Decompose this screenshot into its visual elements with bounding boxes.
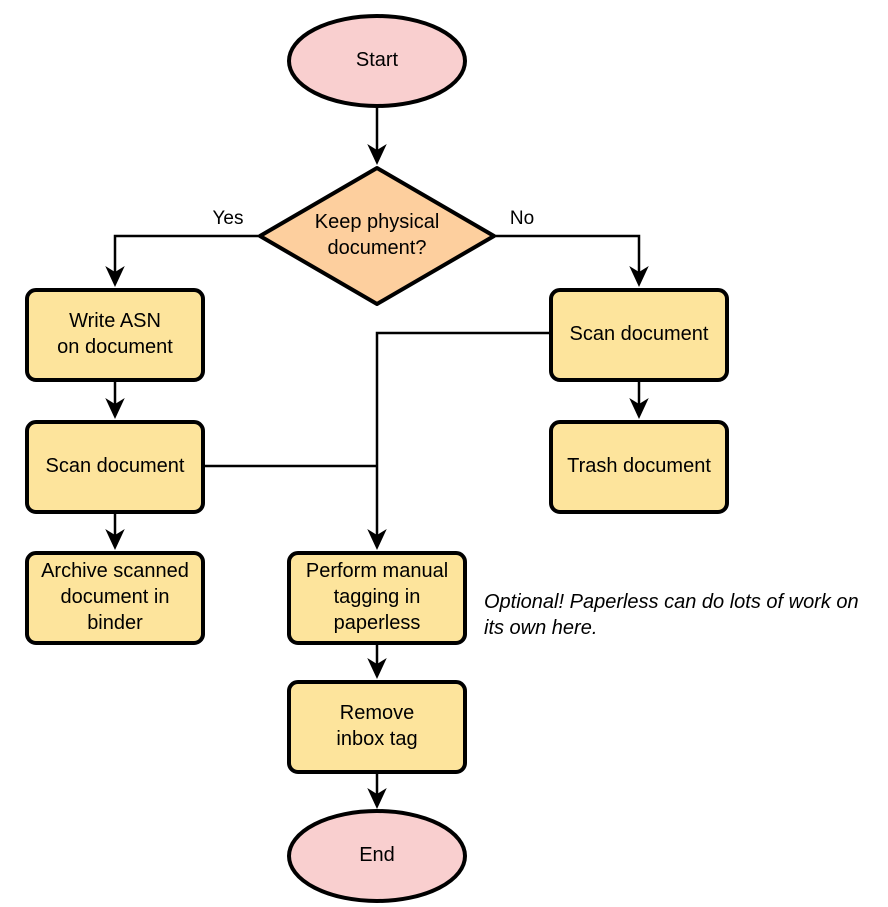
decision-shape [258, 166, 496, 306]
node-write-asn[interactable]: Write ASN on document [25, 288, 205, 382]
node-label: Keep physical document? [315, 211, 440, 259]
node-label: Write ASN on document [57, 310, 173, 358]
node-scan-left[interactable]: Scan document [25, 420, 205, 514]
edge-path [105, 234, 260, 288]
node-end[interactable]: End [287, 809, 467, 903]
node-label-line: Keep physical [315, 211, 440, 233]
process-shape [25, 551, 205, 645]
node-label: Scan document [570, 323, 709, 345]
node-label-line: inbox tag [336, 728, 417, 750]
edge-decision-no-to-scan-right: No [494, 208, 649, 288]
node-scan-right[interactable]: Scan document [549, 288, 729, 382]
node-label-line: Start [356, 49, 399, 71]
edge-scan-right-to-manual-tagging [367, 331, 551, 551]
annotation-line: Optional! Paperless can do lots of work … [484, 591, 859, 613]
process-shape [549, 288, 729, 382]
node-label: Scan document [46, 455, 185, 477]
node-trash[interactable]: Trash document [549, 420, 729, 514]
process-shape [25, 288, 205, 382]
node-label-line: on document [57, 336, 173, 358]
edge-label: No [510, 208, 534, 229]
terminator-shape [287, 809, 467, 903]
node-manual-tagging[interactable]: Perform manual tagging in paperless [287, 551, 467, 645]
node-label-line: Remove [340, 702, 414, 724]
terminator-shape [287, 14, 467, 108]
node-label-line: Write ASN [69, 310, 161, 332]
node-remove-inbox[interactable]: Remove inbox tag [287, 680, 467, 774]
annotation-optional-note: Optional! Paperless can do lots of work … [484, 591, 859, 639]
node-label: Remove inbox tag [336, 702, 417, 750]
node-label-line: tagging in [334, 586, 421, 608]
node-label: Start [356, 49, 399, 71]
process-shape [25, 420, 205, 514]
node-label: Perform manual tagging in paperless [306, 560, 448, 634]
node-label-line: Scan document [570, 323, 709, 345]
edges-layer: Yes No [105, 106, 649, 810]
node-start[interactable]: Start [287, 14, 467, 108]
annotation-line: its own here. [484, 617, 597, 639]
node-label: Archive scanned document in binder [41, 560, 189, 634]
edge-path [367, 331, 551, 551]
node-label-line: Scan document [46, 455, 185, 477]
node-archive-binder[interactable]: Archive scanned document in binder [25, 551, 205, 645]
node-label-line: paperless [334, 612, 421, 634]
node-label-line: document? [328, 237, 427, 259]
node-label: End [359, 844, 395, 866]
process-shape [549, 420, 729, 514]
node-label-line: binder [87, 612, 143, 634]
node-keep-physical[interactable]: Keep physical document? [258, 166, 496, 306]
edge-decision-yes-to-write-asn: Yes [105, 208, 260, 288]
node-label-line: End [359, 844, 395, 866]
node-label-line: Trash document [567, 455, 711, 477]
edge-path [494, 234, 649, 288]
process-shape [287, 680, 467, 774]
node-label-line: Archive scanned [41, 560, 189, 582]
node-label-line: Perform manual [306, 560, 448, 582]
node-label: Trash document [567, 455, 711, 477]
edge-label: Yes [213, 208, 244, 229]
process-shape [287, 551, 467, 645]
annotations-layer: Optional! Paperless can do lots of work … [484, 591, 859, 639]
node-label-line: document in [61, 586, 170, 608]
